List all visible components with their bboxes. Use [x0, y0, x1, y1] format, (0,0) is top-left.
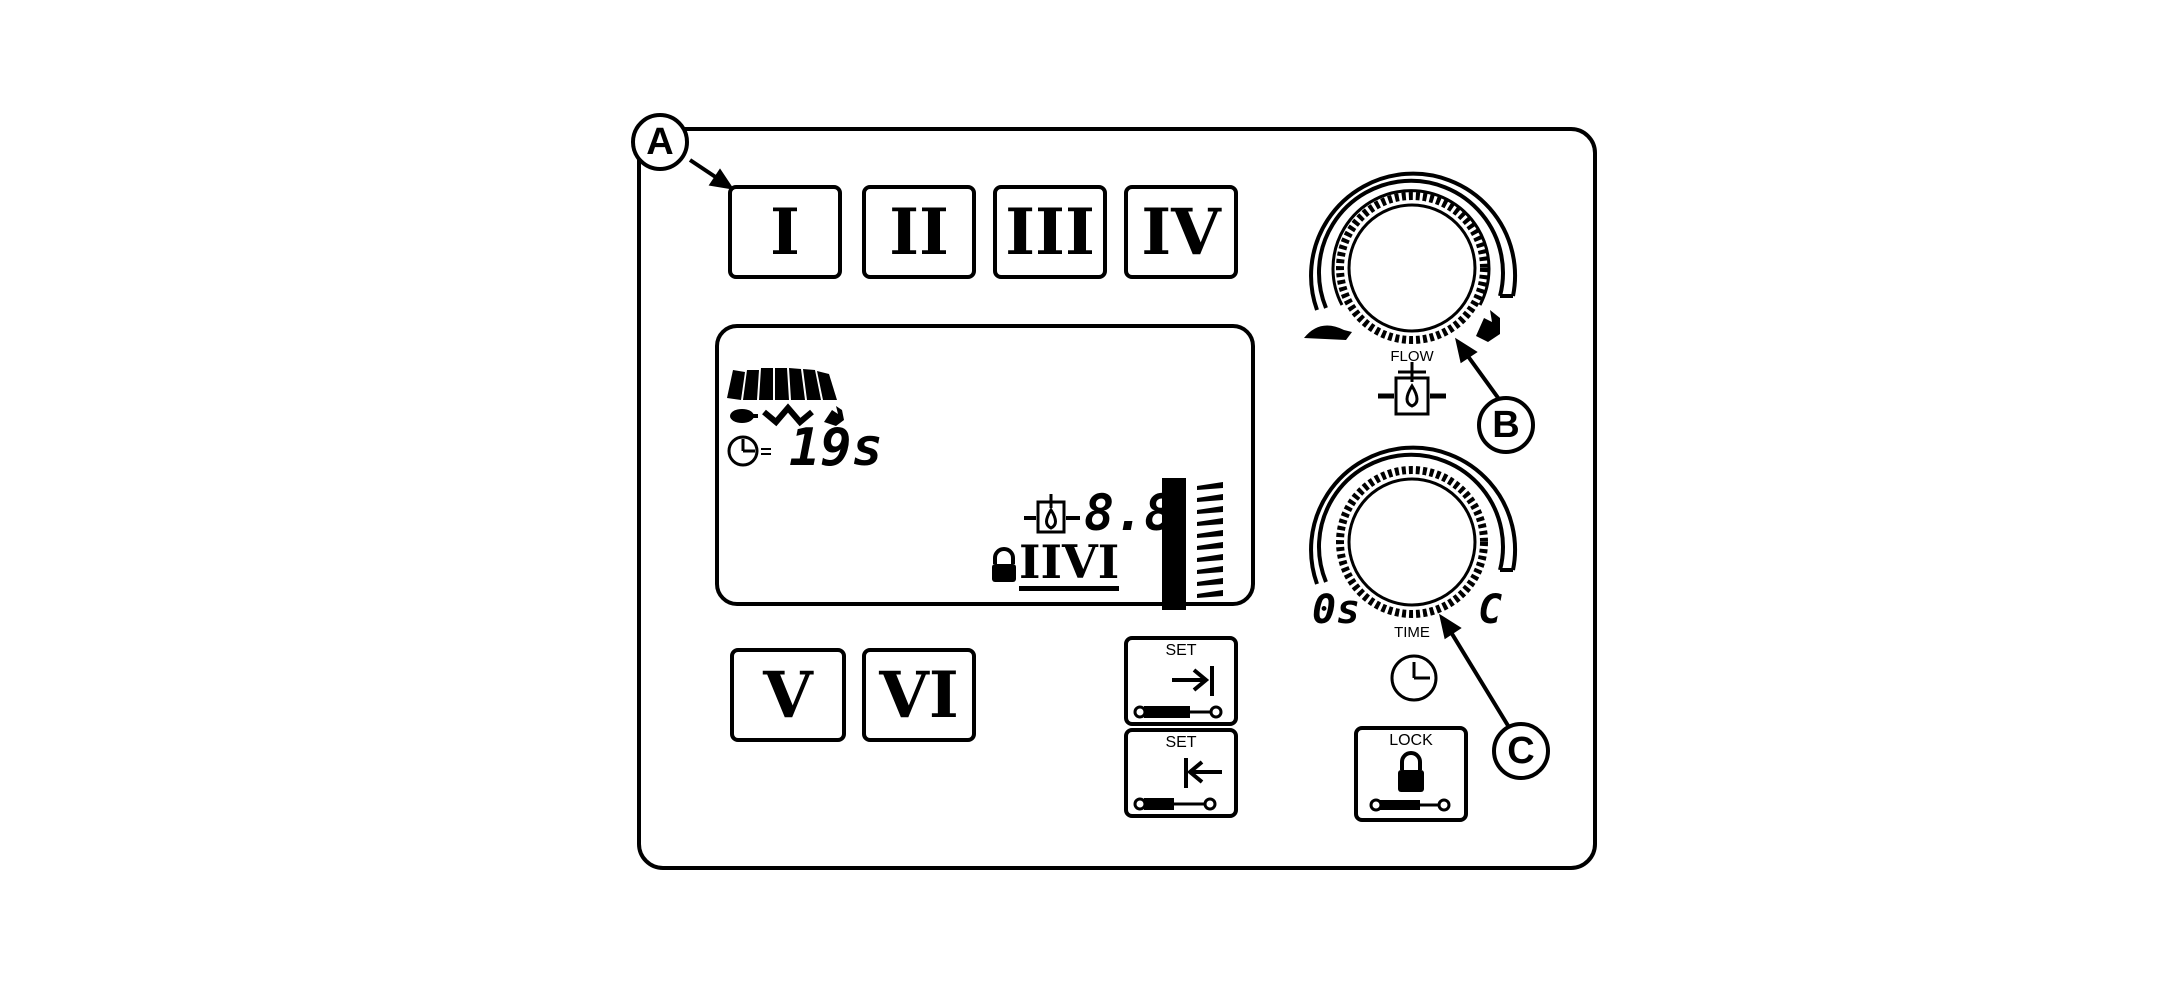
clock-icon	[1390, 654, 1438, 702]
mode-button-v-label: V	[763, 657, 813, 733]
lcd-display: 19s 8.8 II V I	[715, 324, 1255, 610]
time-max-label: C	[1478, 587, 1503, 633]
locked-mode-1: II	[1019, 535, 1063, 589]
mode-button-iv-label: IV	[1141, 194, 1221, 270]
time-knob-label: TIME	[1394, 624, 1430, 641]
lock-button[interactable]: LOCK	[1354, 726, 1468, 822]
turtle-icon	[1304, 325, 1352, 340]
time-min-label: 0s	[1312, 587, 1361, 633]
flow-level-bar	[1162, 478, 1186, 610]
lock-indicator-icon	[992, 547, 1016, 582]
set-extend-button[interactable]: SET	[1124, 636, 1238, 726]
mode-button-ii[interactable]: II	[862, 185, 976, 279]
mode-button-i-label: I	[770, 194, 800, 270]
padlock-icon	[1369, 751, 1451, 812]
arrow-from-bar-icon	[1133, 758, 1222, 811]
rabbit-icon	[824, 406, 844, 426]
rabbit-icon	[1476, 310, 1500, 342]
mode-button-iii[interactable]: III	[993, 185, 1107, 279]
flow-readout: 8.8	[1084, 484, 1175, 542]
arrow-to-bar-icon	[1133, 666, 1223, 719]
mode-button-iii-label: III	[1005, 194, 1095, 270]
locked-mode-2: V	[1062, 535, 1098, 589]
callout-a: A	[631, 113, 689, 171]
speed-curve-icon	[730, 403, 844, 427]
locked-mode-3: I	[1097, 535, 1120, 589]
set-retract-button[interactable]: SET	[1124, 728, 1238, 818]
flow-knob-label: FLOW	[1390, 348, 1434, 365]
set-extend-label: SET	[1165, 642, 1197, 659]
speed-level-indicator	[727, 368, 837, 400]
mode-button-v[interactable]: V	[730, 648, 846, 742]
turtle-icon	[730, 409, 754, 423]
flow-knob[interactable]	[1309, 171, 1517, 344]
mode-button-vi[interactable]: VI	[862, 648, 976, 742]
flow-icon	[1024, 494, 1080, 534]
timer-readout: 19s	[789, 418, 883, 478]
control-panel	[637, 127, 1597, 870]
set-retract-label: SET	[1165, 734, 1197, 751]
lock-button-label: LOCK	[1389, 732, 1433, 749]
mode-button-vi-label: VI	[879, 657, 959, 733]
mode-button-ii-label: II	[889, 194, 949, 270]
locked-modes-display: II V I	[1019, 535, 1120, 592]
mode-button-i[interactable]: I	[728, 185, 842, 279]
hydraulic-cylinder-icon	[1133, 797, 1217, 811]
callout-c-leader	[1444, 622, 1520, 744]
clock-icon	[727, 435, 771, 467]
hydraulic-flow-icon	[1378, 362, 1446, 416]
hydraulic-cylinder-icon	[1369, 798, 1451, 812]
mode-button-iv[interactable]: IV	[1124, 185, 1238, 279]
flow-level-scale	[1197, 482, 1223, 598]
hydraulic-cylinder-icon	[1133, 705, 1223, 719]
time-knob[interactable]	[1309, 445, 1517, 618]
callout-b: B	[1477, 396, 1535, 454]
callout-c: C	[1492, 722, 1550, 780]
